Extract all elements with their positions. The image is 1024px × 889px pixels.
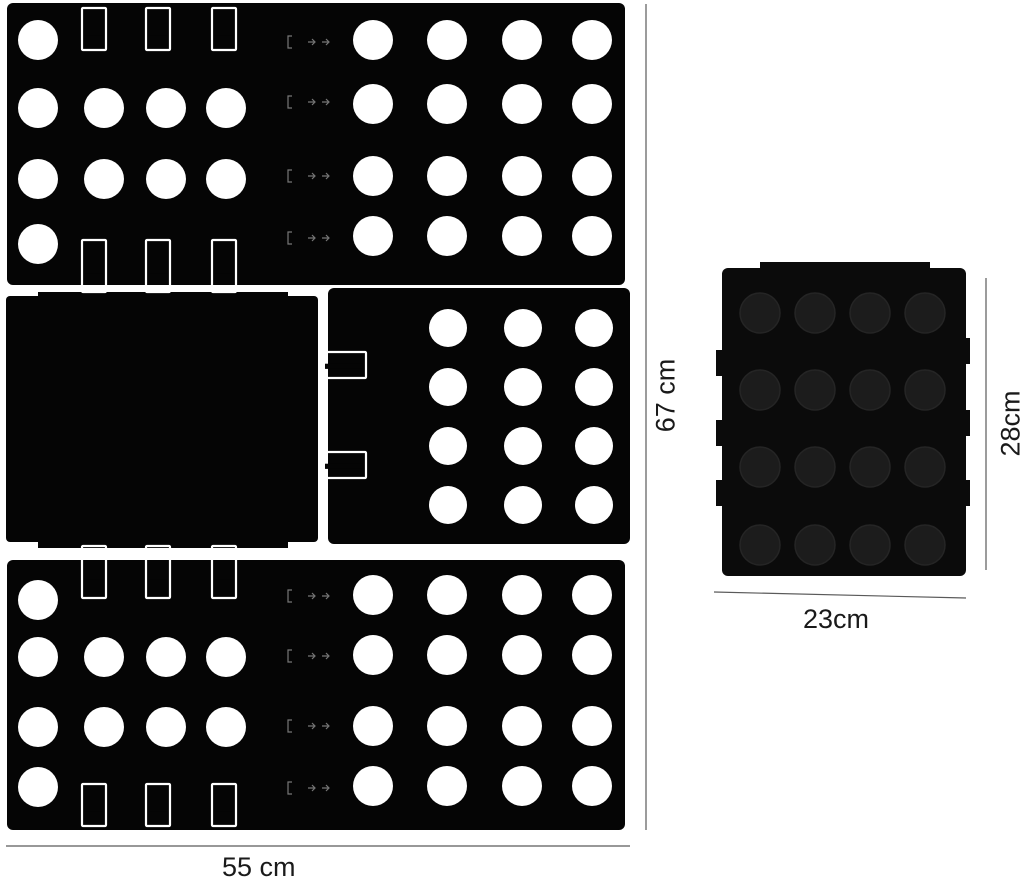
hole-icon — [572, 766, 612, 806]
hole-icon — [429, 309, 467, 347]
hole-icon — [427, 84, 467, 124]
hole-icon — [427, 635, 467, 675]
hole-icon — [502, 766, 542, 806]
center-left-panel — [6, 296, 318, 542]
hole-icon — [146, 637, 186, 677]
hole-icon — [84, 637, 124, 677]
folded-tab — [962, 410, 970, 436]
hole-icon — [84, 159, 124, 199]
folded-tab — [716, 350, 724, 376]
hole-icon — [427, 156, 467, 196]
hole-icon — [504, 427, 542, 465]
folded-hole-icon — [795, 370, 835, 410]
unfolded-height-label: 67 cm — [651, 356, 682, 436]
folded-width-line — [714, 592, 966, 598]
folded-hole-icon — [795, 447, 835, 487]
hole-icon — [18, 159, 58, 199]
hole-icon — [575, 427, 613, 465]
unfolded-width-label: 55 cm — [222, 852, 296, 883]
hole-icon — [572, 20, 612, 60]
hole-icon — [353, 216, 393, 256]
hole-icon — [146, 88, 186, 128]
hole-icon — [429, 486, 467, 524]
hole-icon — [502, 216, 542, 256]
hole-icon — [18, 637, 58, 677]
hole-icon — [502, 706, 542, 746]
hole-icon — [572, 575, 612, 615]
hole-icon — [504, 486, 542, 524]
hole-icon — [572, 84, 612, 124]
hole-icon — [502, 20, 542, 60]
hole-icon — [502, 84, 542, 124]
hole-icon — [353, 766, 393, 806]
hole-icon — [206, 707, 246, 747]
hole-icon — [353, 706, 393, 746]
folded-hole-icon — [850, 370, 890, 410]
folded-hole-icon — [905, 293, 945, 333]
unfolded-board — [6, 3, 630, 830]
hole-icon — [353, 156, 393, 196]
center-left-flap — [38, 292, 288, 302]
folded-hole-icon — [740, 447, 780, 487]
hole-icon — [427, 575, 467, 615]
hole-icon — [575, 486, 613, 524]
hole-icon — [206, 88, 246, 128]
hole-icon — [504, 309, 542, 347]
hole-icon — [575, 368, 613, 406]
folded-hole-icon — [850, 525, 890, 565]
hole-icon — [504, 368, 542, 406]
folded-board — [716, 262, 970, 576]
folded-hole-icon — [740, 293, 780, 333]
hole-icon — [18, 767, 58, 807]
hole-icon — [427, 706, 467, 746]
hole-icon — [572, 635, 612, 675]
hole-icon — [84, 707, 124, 747]
folded-tab — [716, 420, 724, 446]
hole-icon — [18, 580, 58, 620]
hole-icon — [18, 88, 58, 128]
hole-icon — [427, 766, 467, 806]
folded-hole-icon — [905, 525, 945, 565]
hole-icon — [18, 20, 58, 60]
hole-icon — [502, 575, 542, 615]
hole-icon — [18, 224, 58, 264]
hole-icon — [353, 84, 393, 124]
hole-icon — [18, 707, 58, 747]
hole-icon — [502, 635, 542, 675]
hole-icon — [84, 88, 124, 128]
hole-icon — [146, 707, 186, 747]
folded-hole-icon — [795, 293, 835, 333]
hole-icon — [427, 216, 467, 256]
folded-hole-icon — [905, 447, 945, 487]
hole-icon — [353, 635, 393, 675]
folded-hole-icon — [905, 370, 945, 410]
folded-width-label: 23cm — [803, 604, 869, 635]
hole-icon — [429, 427, 467, 465]
folded-hole-icon — [850, 293, 890, 333]
folded-hole-icon — [850, 447, 890, 487]
folded-tab — [962, 480, 970, 506]
hole-icon — [575, 309, 613, 347]
hole-icon — [572, 706, 612, 746]
hole-icon — [353, 575, 393, 615]
hole-icon — [572, 156, 612, 196]
folded-hole-icon — [740, 370, 780, 410]
hole-icon — [427, 20, 467, 60]
hole-icon — [502, 156, 542, 196]
folded-tab — [962, 338, 970, 364]
folded-tab — [716, 480, 724, 506]
folded-board-top-edge — [760, 262, 930, 272]
folded-height-label: 28cm — [996, 379, 1024, 469]
hole-icon — [353, 20, 393, 60]
hole-icon — [206, 159, 246, 199]
folded-hole-icon — [795, 525, 835, 565]
hole-icon — [429, 368, 467, 406]
hole-icon — [206, 637, 246, 677]
hole-icon — [146, 159, 186, 199]
hole-icon — [572, 216, 612, 256]
folded-hole-icon — [740, 525, 780, 565]
